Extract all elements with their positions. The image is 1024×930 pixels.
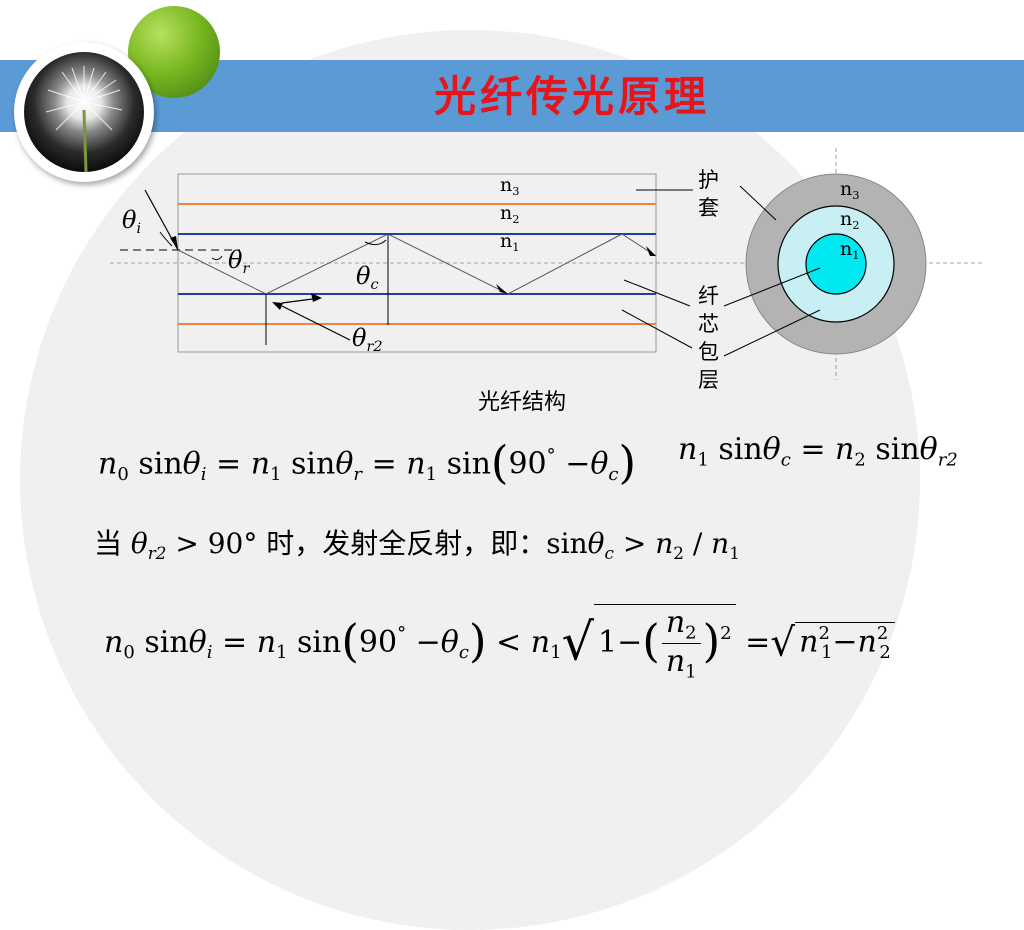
cross-label-n3: n3 (840, 178, 860, 202)
core-cross-section (805, 233, 867, 295)
exit-arrow (646, 246, 656, 256)
ray-arrow-1 (496, 284, 508, 294)
angle-theta-r2: θr2 (352, 324, 383, 356)
equation-1: n0 sinθi = n1 sinθr = n1 sin(90° −θc) (98, 436, 637, 489)
label-n3: n3 (500, 174, 520, 198)
angle-c-arc (364, 239, 387, 246)
diagram-caption: 光纤结构 (478, 390, 567, 415)
core-leader-2 (723, 267, 821, 307)
total-reflection-condition: 当 θr2 > 90° 时，发射全反射，即：sinθc > n2 / n1 (94, 527, 740, 563)
fiber-frame (177, 173, 657, 353)
equation-2: n1 sinθc = n2 sinθr2 (678, 432, 958, 471)
angle-r-arc (211, 255, 223, 261)
dandelion-logo (24, 52, 144, 172)
cross-label-n2: n2 (840, 208, 860, 232)
angle-theta-c: θc (356, 262, 379, 294)
page-title: 光纤传光原理 (433, 72, 710, 121)
label-n2: n2 (500, 202, 520, 226)
refracted-ray-path (177, 233, 657, 295)
label-cladding: 包层 (698, 340, 719, 392)
cladding-leader-2 (723, 309, 821, 357)
angle-theta-i: θi (122, 206, 142, 238)
label-core: 纤芯 (698, 284, 719, 336)
fiber-diagram (110, 148, 985, 380)
cross-label-n1: n1 (840, 238, 860, 262)
angle-i-arc (159, 231, 173, 247)
label-n1: n1 (500, 230, 520, 254)
angle-theta-r: θr (228, 246, 250, 278)
label-jacket: 护套 (698, 168, 719, 220)
r2-arrow-b (281, 305, 351, 341)
cladding-leader (621, 309, 693, 349)
incident-arrow (170, 236, 178, 250)
jacket-leader-2 (739, 185, 777, 221)
core-leader (623, 279, 691, 307)
